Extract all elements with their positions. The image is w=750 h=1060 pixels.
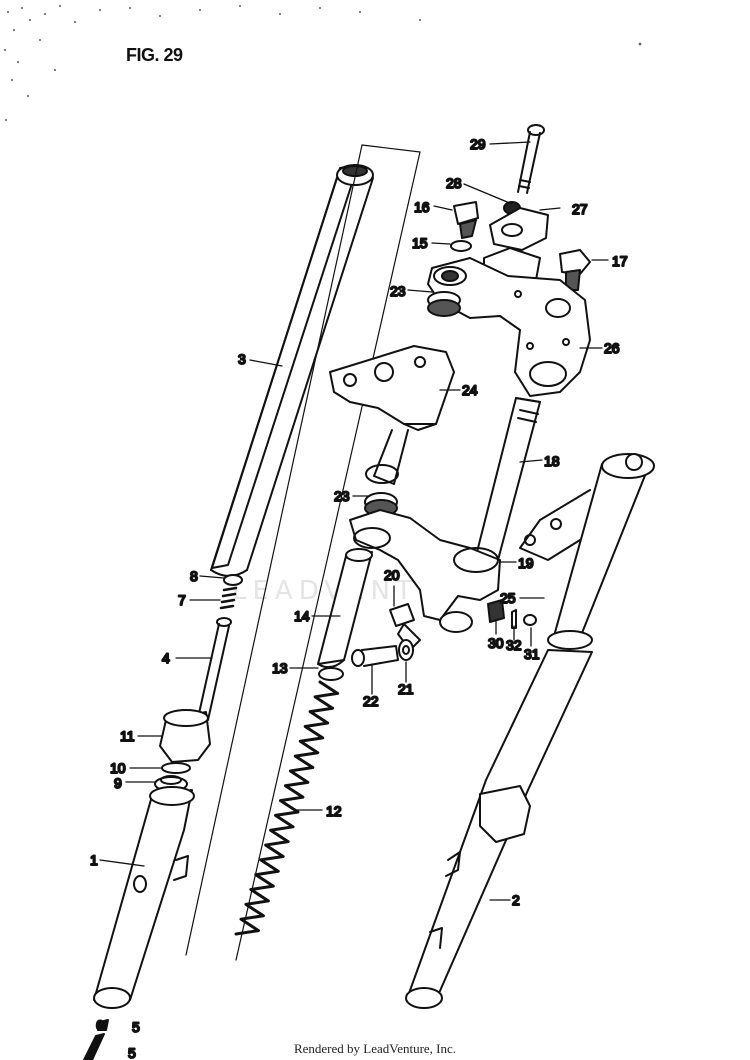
callout-24: 24 — [462, 382, 478, 398]
bolt-31 — [523, 614, 537, 626]
callout-16: 16 — [414, 199, 430, 215]
callout-11: 11 — [120, 728, 135, 744]
callout-22: 22 — [363, 693, 379, 709]
callout-21: 21 — [398, 681, 414, 697]
headlight-bracket-24 — [329, 345, 455, 485]
bearing-23-lower — [364, 464, 399, 517]
callout-23-lower: 23 — [334, 488, 350, 504]
callout-10: 10 — [110, 760, 126, 776]
piston-ring-8 — [223, 574, 243, 586]
nut-21 — [398, 639, 414, 661]
callout-2: 2 — [512, 892, 520, 908]
callout-19: 19 — [518, 555, 534, 571]
rebound-spring-7 — [219, 586, 238, 610]
oil-seal-11 — [159, 709, 211, 763]
scan-noise — [4, 5, 642, 121]
upper-bracket-26 — [427, 257, 591, 397]
washer-15 — [450, 240, 472, 252]
assembly-guide-lines — [185, 144, 421, 961]
damper-rod-4 — [197, 617, 232, 721]
bearing-23-upper — [427, 291, 461, 317]
callout-28: 28 — [446, 175, 462, 191]
callout-14: 14 — [294, 608, 310, 624]
callout-23-upper: 23 — [390, 283, 406, 299]
callout-27: 27 — [572, 201, 588, 217]
callout-30: 30 — [488, 635, 504, 651]
callout-3: 3 — [238, 351, 246, 367]
washer-10 — [161, 762, 191, 774]
spring-12 — [234, 680, 340, 936]
callout-8: 8 — [190, 568, 198, 584]
washer-13 — [318, 667, 344, 681]
callout-7: 7 — [178, 592, 186, 608]
callout-18: 18 — [544, 453, 560, 469]
callout-4: 4 — [162, 650, 170, 666]
callout-29: 29 — [470, 136, 486, 152]
callout-26: 26 — [604, 340, 620, 356]
figure-title: FIG. 29 — [126, 45, 183, 65]
fitting-30 — [487, 599, 505, 623]
callout-17: 17 — [612, 253, 628, 269]
leader-lines — [99, 141, 609, 901]
callout-31: 31 — [524, 646, 540, 662]
callout-5-upper: 5 — [132, 1019, 140, 1035]
callout-15: 15 — [412, 235, 428, 251]
outer-tube-2 — [405, 649, 593, 1009]
outer-tube-1 — [93, 786, 195, 1009]
callout-12: 12 — [326, 803, 342, 819]
bolt-29 — [517, 124, 545, 194]
callout-1: 1 — [90, 852, 98, 868]
callout-9: 9 — [114, 775, 122, 791]
bolt-22 — [351, 645, 399, 667]
callout-20: 20 — [384, 567, 400, 583]
cap-bolt-16 — [453, 201, 479, 239]
callout-13: 13 — [272, 660, 288, 676]
callout-5-lower: 5 — [128, 1045, 136, 1060]
fork-tube-25 — [519, 453, 655, 650]
lower-bracket-19 — [349, 509, 501, 633]
drain-bolt-5 — [97, 1019, 109, 1031]
callout-32: 32 — [506, 637, 522, 653]
axle-bolt-6 — [83, 1033, 105, 1060]
washer-32 — [511, 609, 517, 629]
footer-credit: Rendered by LeadVenture, Inc. — [293, 1041, 457, 1056]
callout-6: 6 — [96, 1017, 104, 1033]
spacer-14 — [317, 548, 373, 669]
callout-25: 25 — [500, 590, 516, 606]
callout-labels: 29 28 27 16 15 17 23 26 3 24 18 23 19 20… — [89, 135, 629, 1060]
